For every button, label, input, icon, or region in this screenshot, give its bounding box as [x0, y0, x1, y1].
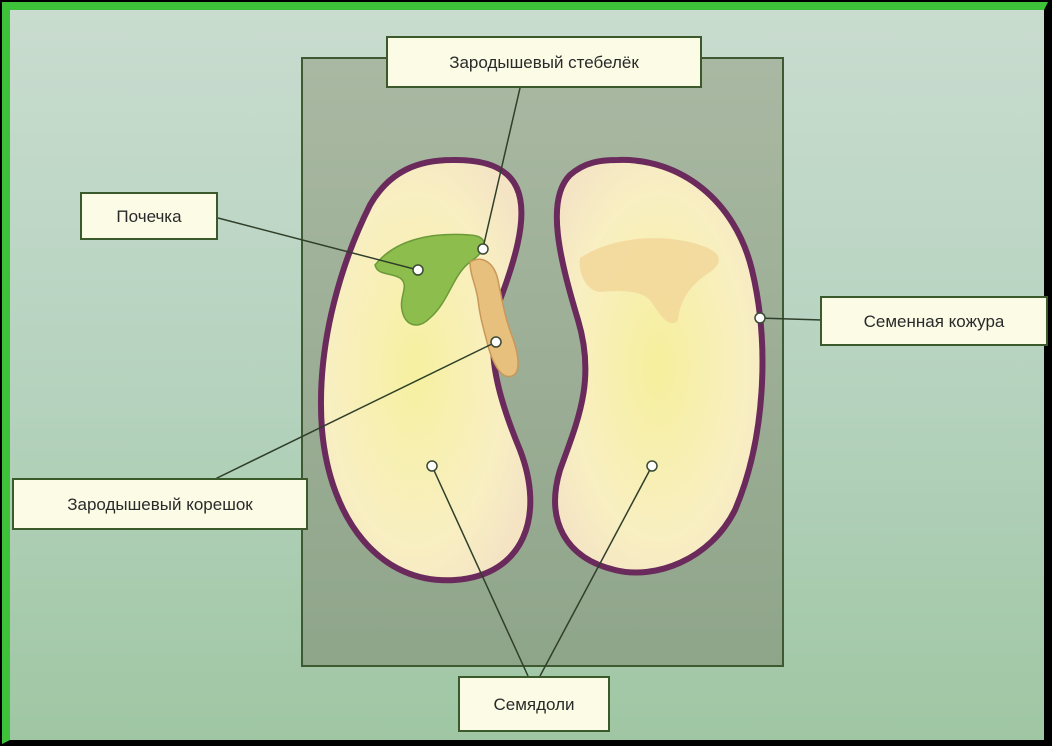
label-stem: Зародышевый стебелёк — [386, 36, 702, 88]
label-cotyledons: Семядоли — [458, 676, 610, 732]
label-seed-coat: Семенная кожура — [820, 296, 1048, 346]
label-root: Зародышевый корешок — [12, 478, 308, 530]
label-bud: Почечка — [80, 192, 218, 240]
